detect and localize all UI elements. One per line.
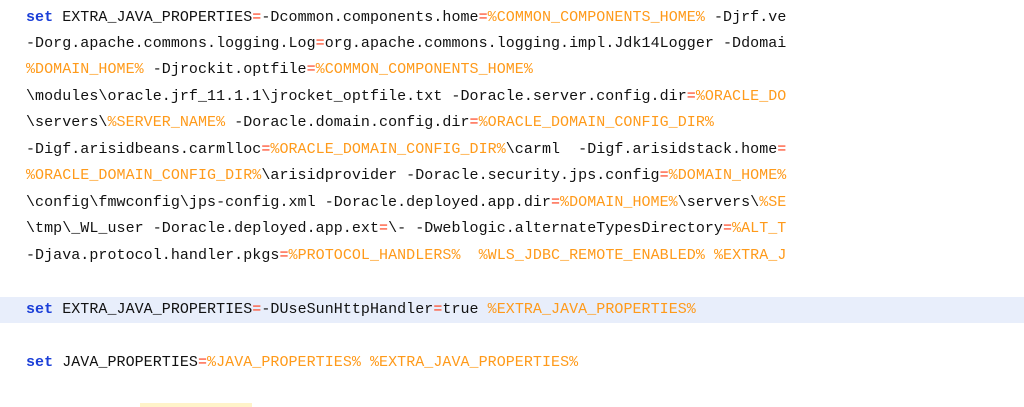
- operator-token: =: [686, 88, 696, 105]
- text-token: \arisidprovider -Doracle.security.jps.co…: [261, 167, 660, 184]
- operator-token: =: [252, 9, 262, 26]
- operator-token: =: [478, 9, 488, 26]
- operator-token: =: [279, 247, 289, 264]
- operator-token: =: [261, 141, 271, 158]
- text-token: true: [442, 301, 488, 318]
- operator-token: =: [306, 61, 316, 78]
- variable-token: %JAVA_PROPERTIES%: [207, 354, 361, 371]
- variable-token: %ALT_T: [732, 220, 787, 237]
- variable-token: %SE: [759, 194, 787, 211]
- text-token: -Djrf.ve: [704, 9, 787, 26]
- code-line[interactable]: \tmp\_WL_user -Doracle.deployed.app.ext=…: [26, 216, 786, 242]
- operator-token: =: [433, 301, 443, 318]
- code-line[interactable]: set EXTRA_JAVA_PROPERTIES=-Dcommon.compo…: [26, 5, 786, 31]
- text-token: -DUseSunHttpHandler: [261, 301, 434, 318]
- variable-token: %EXTRA_JAVA_PROPERTIES%: [487, 301, 696, 318]
- text-token: [705, 247, 714, 264]
- text-token: [461, 247, 479, 264]
- text-token: -Dcommon.components.home: [261, 9, 479, 26]
- text-token: -Doracle.domain.config.dir: [225, 114, 470, 131]
- operator-token: =: [550, 194, 561, 211]
- operator-token: =: [197, 354, 208, 371]
- code-line[interactable]: -Djava.protocol.handler.pkgs=%PROTOCOL_H…: [26, 243, 786, 269]
- code-line-current[interactable]: set EXTRA_JAVA_PROPERTIES=-DUseSunHttpHa…: [0, 297, 1024, 323]
- variable-token: %PROTOCOL_HANDLERS%: [288, 247, 461, 264]
- variable-token: %COMMON_COMPONENTS_HOME%: [487, 9, 705, 26]
- text-token: \- -Dweblogic.alternateTypesDirectory: [388, 220, 723, 237]
- code-line[interactable]: \servers\%SERVER_NAME% -Doracle.domain.c…: [26, 110, 714, 136]
- variable-token: %ORACLE_DO: [695, 88, 787, 105]
- text-token: \config\fmwconfig\jps-config.xml -Doracl…: [26, 194, 551, 211]
- variable-token: %ORACLE_DOMAIN_CONFIG_DIR%: [26, 167, 262, 184]
- text-token: -Dorg.apache.commons.logging.Log: [26, 35, 316, 52]
- operator-token: =: [469, 114, 479, 131]
- variable-token: %EXTRA_JAVA_PROPERTIES%: [369, 354, 579, 371]
- text-token: \modules\oracle.jrf_11.1.1\jrocket_optfi…: [26, 88, 687, 105]
- keyword-token: set: [26, 9, 54, 26]
- variable-token: %ORACLE_DOMAIN_CONFIG_DIR%: [270, 141, 506, 158]
- operator-token: =: [252, 301, 262, 318]
- text-token: JAVA_PROPERTIES: [53, 354, 198, 371]
- variable-token: %DOMAIN_HOME%: [668, 167, 787, 184]
- text-token: \servers\: [677, 194, 760, 211]
- code-line[interactable]: %DOMAIN_HOME% -Djrockit.optfile=%COMMON_…: [26, 57, 533, 83]
- operator-token: =: [777, 141, 787, 158]
- code-line[interactable]: %ORACLE_DOMAIN_CONFIG_DIR%\arisidprovide…: [26, 163, 786, 189]
- text-token: -Djrockit.optfile: [143, 61, 307, 78]
- text-token: \servers\: [26, 114, 108, 131]
- code-line[interactable]: -Dorg.apache.commons.logging.Log=org.apa…: [26, 31, 786, 57]
- operator-token: =: [722, 220, 733, 237]
- text-token: \tmp\_WL_user -Doracle.deployed.app.ext: [26, 220, 380, 237]
- code-line[interactable]: \modules\oracle.jrf_11.1.1\jrocket_optfi…: [26, 84, 786, 110]
- variable-token: %ORACLE_DOMAIN_CONFIG_DIR%: [478, 114, 714, 131]
- text-token: org.apache.commons.logging.impl.Jdk14Log…: [324, 35, 787, 52]
- text-token: -Digf.arisidbeans.carmlloc: [26, 141, 262, 158]
- variable-token: %SERVER_NAME%: [107, 114, 226, 131]
- operator-token: =: [379, 220, 389, 237]
- variable-token: %DOMAIN_HOME%: [26, 61, 144, 78]
- keyword-token: set: [26, 354, 54, 371]
- keyword-token: set: [26, 301, 54, 318]
- variable-token: %COMMON_COMPONENTS_HOME%: [315, 61, 533, 78]
- code-line[interactable]: set JAVA_PROPERTIES=%JAVA_PROPERTIES% %E…: [26, 350, 578, 376]
- text-token: EXTRA_JAVA_PROPERTIES: [53, 301, 253, 318]
- operator-token: =: [659, 167, 669, 184]
- operator-token: =: [315, 35, 325, 52]
- code-line[interactable]: -Digf.arisidbeans.carmlloc=%ORACLE_DOMAI…: [26, 137, 786, 163]
- text-token: -Djava.protocol.handler.pkgs: [26, 247, 280, 264]
- selection-highlight: [140, 403, 252, 407]
- variable-token: %WLS_JDBC_REMOTE_ENABLED%: [478, 247, 705, 264]
- text-token: \carml -Digf.arisidstack.home: [505, 141, 778, 158]
- text-token: EXTRA_JAVA_PROPERTIES: [53, 9, 253, 26]
- variable-token: %EXTRA_J: [713, 247, 787, 264]
- variable-token: %DOMAIN_HOME%: [560, 194, 678, 211]
- code-line[interactable]: \config\fmwconfig\jps-config.xml -Doracl…: [26, 190, 786, 216]
- text-token: [361, 354, 370, 371]
